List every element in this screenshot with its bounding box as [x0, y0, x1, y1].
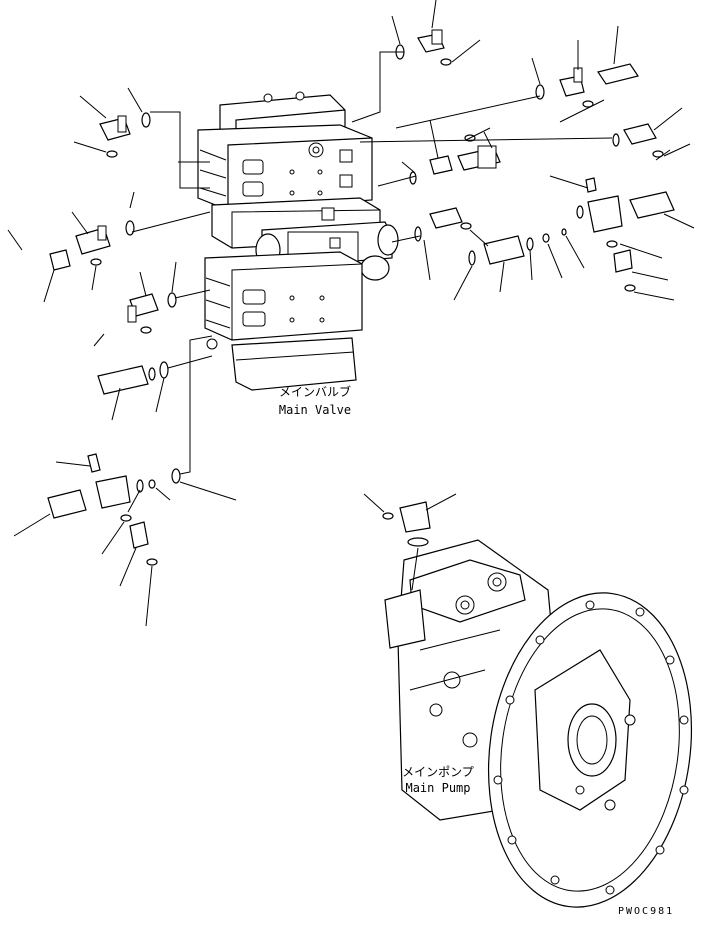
leader-lines	[7, 0, 695, 627]
drawing-code: PWOC981	[618, 906, 675, 917]
main-pump-drawing	[384, 539, 693, 908]
main-pump-label-jp: メインポンプ	[402, 765, 474, 779]
main-valve-label-jp: メインバルブ	[278, 385, 351, 399]
main-valve-drawing	[197, 91, 399, 391]
main-valve-label-en: Main Valve	[278, 403, 352, 417]
fittings-and-orings	[47, 29, 675, 566]
main-pump-label-en: Main Pump	[405, 781, 471, 795]
